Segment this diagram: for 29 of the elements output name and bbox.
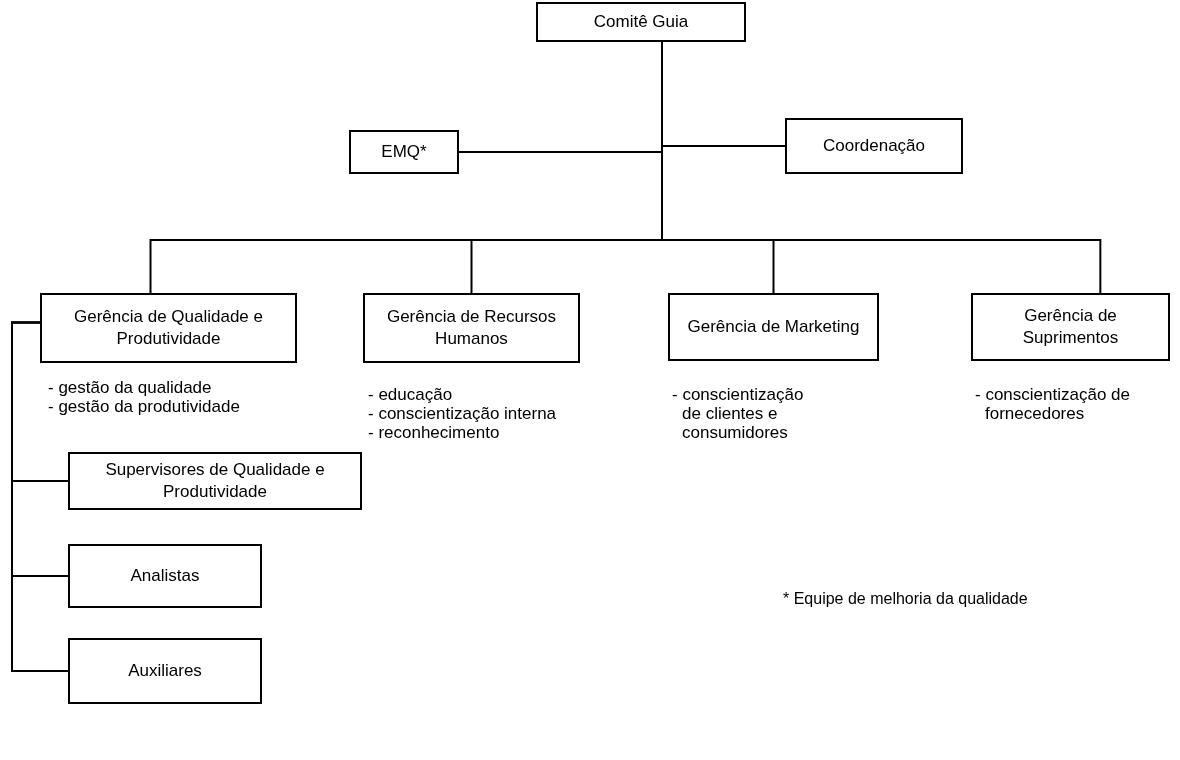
box-label: Gerência de Marketing xyxy=(687,316,860,338)
task-text: - reconhecimento xyxy=(368,423,501,442)
box-label: EMQ* xyxy=(381,141,427,163)
task-text: - conscientização de fornecedores xyxy=(975,385,1131,423)
org-box xyxy=(363,293,580,363)
task-text: - educação xyxy=(368,385,454,404)
box-label: Auxiliares xyxy=(128,660,202,682)
box-label: Gerência de Recursos Humanos xyxy=(385,306,558,350)
task-text: - conscientização interna xyxy=(368,404,557,423)
task-text: - conscientização de clientes e consumidores xyxy=(672,385,805,442)
box-label: Comitê Guia xyxy=(593,11,689,33)
org-box xyxy=(68,452,362,510)
box-label: Gerência de Qualidade e Produtividade xyxy=(73,306,264,350)
org-box xyxy=(536,2,746,42)
org-box xyxy=(40,293,297,363)
org-box xyxy=(68,638,262,704)
org-box xyxy=(349,130,459,174)
org-box xyxy=(785,118,963,174)
task-text: - gestão da qualidade xyxy=(48,378,213,397)
box-label: Gerência de Suprimentos xyxy=(1021,305,1120,349)
org-box xyxy=(668,293,879,361)
org-box xyxy=(971,293,1170,361)
footnote: * Equipe de melhoria da qualidade xyxy=(783,590,1028,608)
task-text: - gestão da produtividade xyxy=(48,397,240,416)
connector-line xyxy=(11,321,69,672)
box-label: Supervisores de Qualidade e Produtividade xyxy=(104,459,326,503)
box-label: Coordenação xyxy=(822,135,926,157)
org-box xyxy=(68,544,262,608)
box-label: Analistas xyxy=(130,565,200,587)
